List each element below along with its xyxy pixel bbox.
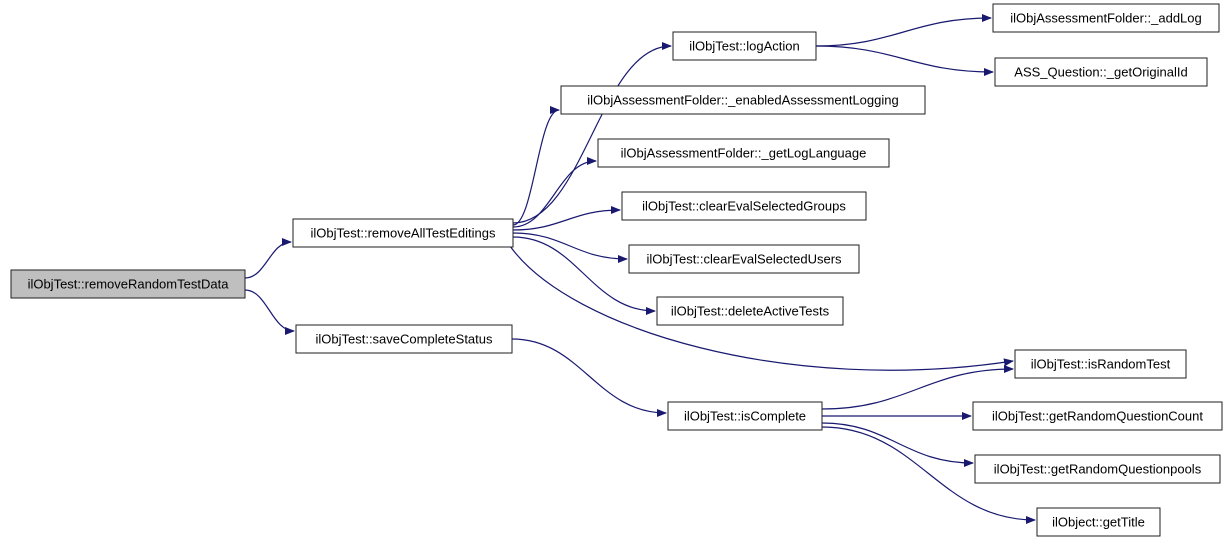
node-get-random-questionpools[interactable]: ilObjTest::getRandomQuestionpools [974, 454, 1221, 484]
edge-is-complete--get-title [821, 426, 1036, 524]
node-box[interactable] [295, 324, 513, 354]
node-label: ilObjTest::logAction [689, 39, 800, 54]
node-box[interactable] [974, 454, 1221, 484]
node-delete-active-tests[interactable]: ilObjTest::deleteActiveTests [656, 296, 844, 326]
node-is-random-test[interactable]: ilObjTest::isRandomTest [1014, 349, 1187, 379]
edge-log-action--add-log [815, 14, 992, 47]
edge-remove-all-test-editings--delete-active-tests [512, 236, 656, 315]
node-label: ilObjAssessmentFolder::_addLog [1010, 11, 1202, 26]
node-label: ilObjTest::removeAllTestEditings [311, 226, 496, 241]
node-get-log-language[interactable]: ilObjAssessmentFolder::_getLogLanguage [597, 138, 890, 168]
node-box[interactable] [972, 401, 1223, 431]
node-box[interactable] [994, 57, 1208, 87]
node-label: ilObjTest::isComplete [684, 409, 806, 424]
node-label: ilObjTest::clearEvalSelectedGroups [642, 199, 846, 214]
node-get-original-id[interactable]: ASS_Question::_getOriginalId [994, 57, 1208, 87]
edge-remove-all-test-editings--is-random-test [509, 245, 1014, 371]
node-remove-all-test-editings[interactable]: ilObjTest::removeAllTestEditings [292, 218, 514, 248]
node-log-action[interactable]: ilObjTest::logAction [672, 31, 817, 61]
node-box[interactable] [621, 191, 867, 221]
node-label: ilObjAssessmentFolder::_enabledAssessmen… [587, 93, 898, 108]
node-add-log[interactable]: ilObjAssessmentFolder::_addLog [992, 3, 1220, 33]
edge-save-complete-status--is-complete [511, 338, 667, 417]
edge-remove-all-test-editings--enabled-assessment-logging [512, 106, 560, 226]
edge-log-action--get-original-id [815, 45, 994, 76]
edge-remove-all-test-editings--get-log-language [512, 157, 597, 228]
node-label: ilObjTest::isRandomTest [1031, 357, 1171, 372]
node-label: ilObjTest::deleteActiveTests [671, 304, 830, 319]
node-box[interactable] [667, 401, 823, 431]
node-clear-eval-selected-users[interactable]: ilObjTest::clearEvalSelectedUsers [628, 244, 860, 274]
edge-is-complete--get-random-questionpools [821, 422, 974, 467]
edge-remove-all-test-editings--clear-eval-selected-groups [512, 206, 621, 231]
node-label: ilObjTest::getRandomQuestionCount [992, 409, 1203, 424]
node-box[interactable] [560, 85, 926, 115]
node-is-complete[interactable]: ilObjTest::isComplete [667, 401, 823, 431]
node-box[interactable] [1036, 507, 1161, 537]
node-remove-random-test-data: ilObjTest::removeRandomTestData [10, 269, 246, 299]
node-label: ilObjTest::saveCompleteStatus [315, 332, 493, 347]
node-box[interactable] [656, 296, 844, 326]
edge-remove-all-test-editings--clear-eval-selected-users [512, 232, 628, 263]
node-enabled-assessment-logging[interactable]: ilObjAssessmentFolder::_enabledAssessmen… [560, 85, 926, 115]
node-box[interactable] [992, 3, 1220, 33]
root-node-box [10, 269, 246, 299]
node-label: ASS_Question::_getOriginalId [1014, 65, 1187, 80]
node-box[interactable] [597, 138, 890, 168]
node-box[interactable] [292, 218, 514, 248]
node-label: ilObjTest::getRandomQuestionpools [994, 462, 1202, 477]
node-label: ilObjTest::removeRandomTestData [28, 277, 230, 292]
node-box[interactable] [1014, 349, 1187, 379]
node-clear-eval-selected-groups[interactable]: ilObjTest::clearEvalSelectedGroups [621, 191, 867, 221]
node-label: ilObject::getTitle [1052, 515, 1145, 530]
node-label: ilObjTest::clearEvalSelectedUsers [646, 252, 842, 267]
node-save-complete-status[interactable]: ilObjTest::saveCompleteStatus [295, 324, 513, 354]
node-get-random-question-count[interactable]: ilObjTest::getRandomQuestionCount [972, 401, 1223, 431]
node-box[interactable] [672, 31, 817, 61]
node-box[interactable] [628, 244, 860, 274]
edge-remove-random-test-data--remove-all-test-editings [244, 238, 292, 279]
edge-remove-random-test-data--save-complete-status [244, 289, 295, 335]
edge-is-complete--is-random-test [821, 365, 1014, 410]
node-get-title[interactable]: ilObject::getTitle [1036, 507, 1161, 537]
node-label: ilObjAssessmentFolder::_getLogLanguage [621, 146, 867, 161]
